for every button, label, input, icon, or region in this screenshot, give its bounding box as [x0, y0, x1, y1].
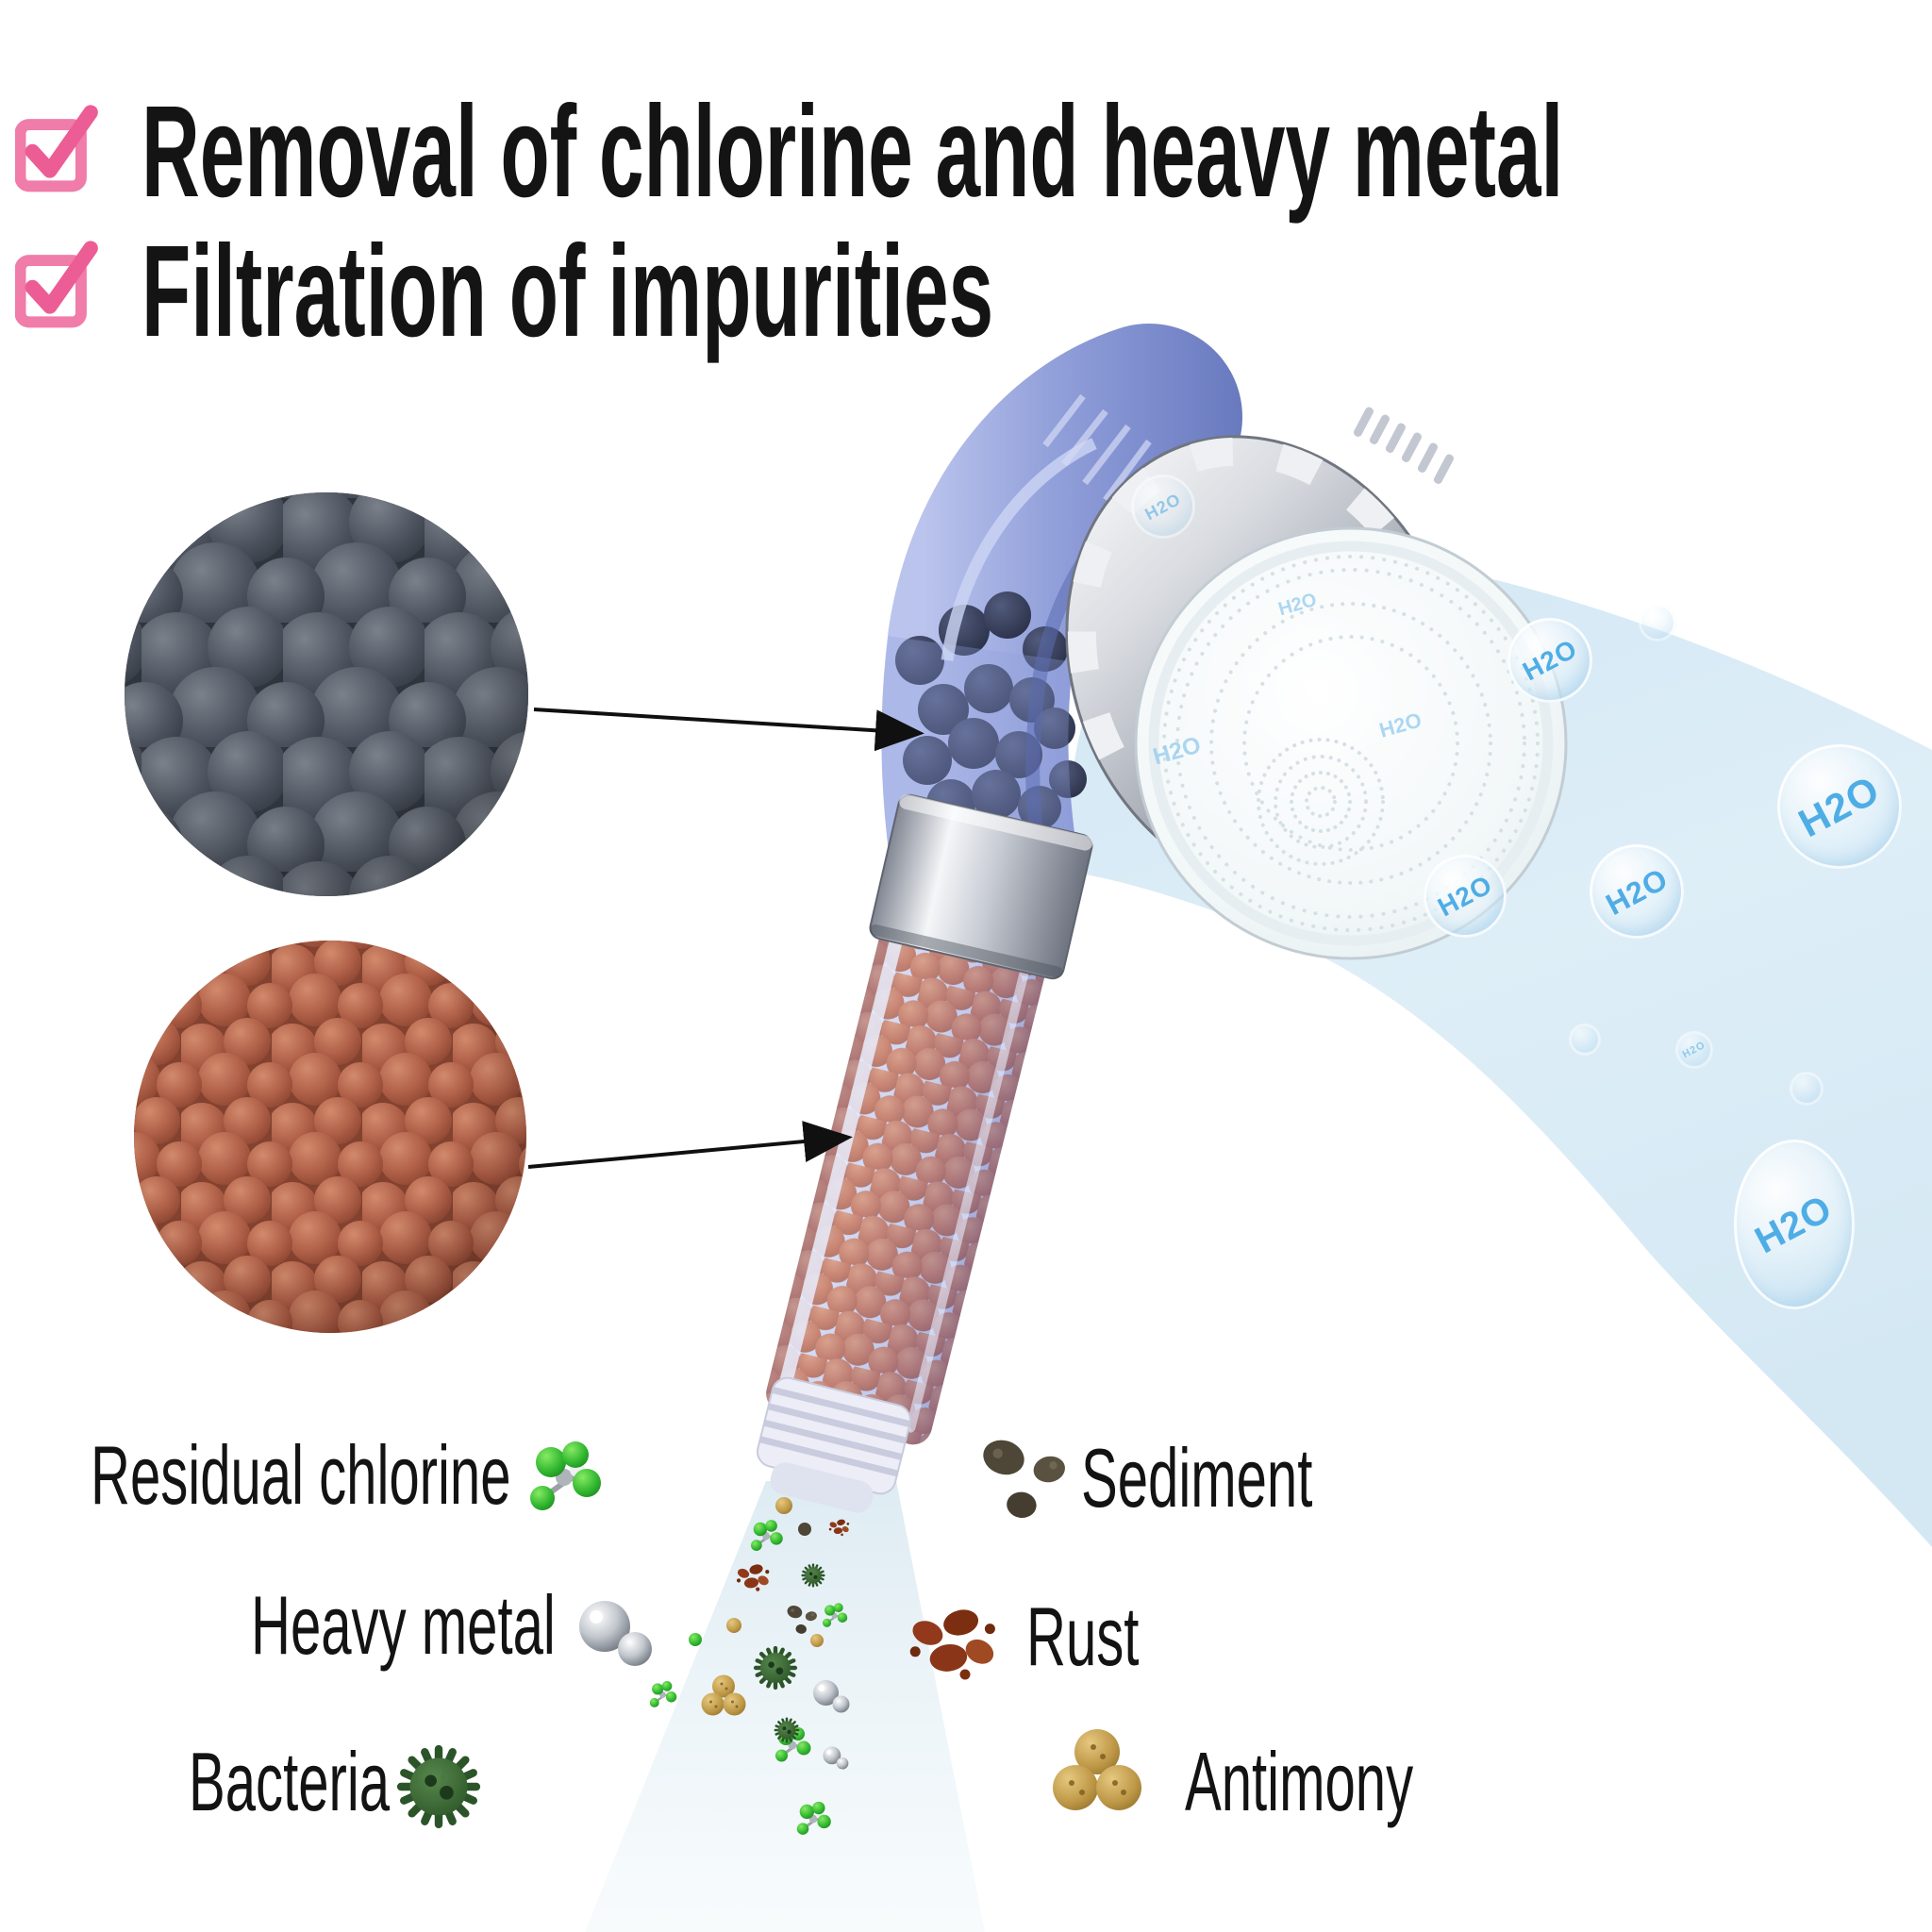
- inset-dark-mineral-balls: [125, 492, 528, 896]
- headline-removal-text: Removal of chlorine and heavy metal: [142, 79, 1564, 225]
- label-sediment: Sediment: [1081, 1431, 1313, 1524]
- chrome-collar-ring: [869, 793, 1093, 980]
- label-heavy-metal: Heavy metal: [251, 1578, 556, 1672]
- label-rust: Rust: [1026, 1590, 1140, 1683]
- headline-filtration-text: Filtration of impurities: [142, 219, 994, 364]
- h2o-bubble: H2O: [1424, 855, 1507, 938]
- arrow-dark-balls-to-neck: [533, 708, 924, 752]
- headline-filtration: Filtration of impurities: [142, 226, 1516, 357]
- arrow-brown-balls-to-handle: [527, 1121, 853, 1169]
- handle-connector: [757, 1376, 911, 1513]
- checkbox-checked-icon: [15, 234, 102, 332]
- h2o-bubble: H2O: [1675, 1031, 1713, 1069]
- sediment-icon: [978, 1435, 1068, 1521]
- h2o-bubble: H2O: [1734, 1140, 1855, 1309]
- label-residual-chlorine: Residual chlorine: [91, 1428, 511, 1522]
- inset-brown-mineral-balls: [134, 941, 526, 1333]
- cone-particles: [648, 1488, 850, 1837]
- antimony-icon: [1053, 1729, 1141, 1810]
- headline-removal: Removal of chlorine and heavy metal: [142, 87, 1932, 217]
- impurity-spray-cone: [585, 1481, 985, 1932]
- h2o-bubble: [1790, 1072, 1824, 1106]
- bezel-top-ridges: [1353, 407, 1454, 484]
- h2o-bubble: [1569, 1024, 1601, 1056]
- h2o-bubble: H2O: [1777, 744, 1902, 869]
- h2o-bubble: [1639, 604, 1676, 641]
- h2o-bubble: H2O: [1131, 475, 1195, 539]
- callout-arrows: [527, 708, 924, 1169]
- label-antimony: Antimony: [1185, 1735, 1414, 1828]
- checkbox-checked-icon: [15, 98, 102, 196]
- h2o-bubble: H2O: [1507, 618, 1592, 703]
- label-bacteria: Bacteria: [189, 1735, 391, 1828]
- h2o-bubble: H2O: [1590, 844, 1684, 939]
- spray-nozzle-rings: [1162, 555, 1540, 932]
- shower-head-face: [1065, 407, 1568, 960]
